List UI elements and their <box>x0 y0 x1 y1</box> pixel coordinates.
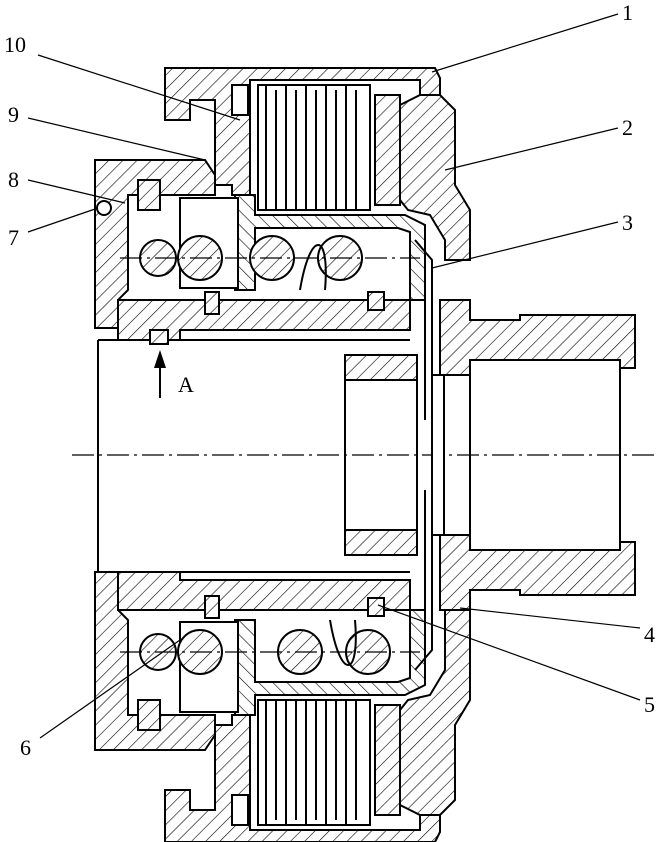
pin-5-bottom <box>367 597 385 617</box>
snap-ring-bottom <box>231 794 249 826</box>
output-flange-bottom <box>439 534 636 611</box>
friction-plates-top <box>257 84 371 211</box>
label-4: 4 <box>644 622 655 647</box>
leader-3 <box>431 221 619 269</box>
label-9: 9 <box>8 102 19 127</box>
lower-half-section <box>94 490 471 842</box>
front-cover-top <box>94 159 216 329</box>
label-10: 10 <box>4 32 26 57</box>
hub-sleeve-bottom <box>117 571 411 611</box>
upper-half-section <box>94 67 471 420</box>
label-8: 8 <box>8 167 19 192</box>
pressure-plate-bottom <box>374 704 401 816</box>
spring-helix-top <box>299 244 327 291</box>
piston-top <box>234 194 426 301</box>
flange-web <box>431 374 445 536</box>
label-3: 3 <box>622 210 633 235</box>
seal-8-bottom <box>137 699 161 731</box>
label-7: 7 <box>8 225 19 250</box>
leader-4 <box>459 607 641 629</box>
front-cover-bottom <box>94 571 216 751</box>
leader-8 <box>27 179 126 204</box>
seal-ring-7-top <box>96 200 112 216</box>
leader-2 <box>444 127 619 171</box>
spring-helix-bottom <box>329 619 357 666</box>
seal-8-top <box>137 179 161 211</box>
leader-10 <box>37 54 241 121</box>
retainer-pin-top <box>204 291 220 315</box>
pressure-plate-top <box>374 94 401 206</box>
view-arrow-a <box>149 329 169 398</box>
label-view-a: A <box>178 372 194 397</box>
label-5: 5 <box>644 692 655 717</box>
retainer-pin-bottom <box>204 595 220 619</box>
snap-ring-10-top <box>231 84 249 116</box>
output-flange-top <box>439 299 636 376</box>
label-6: 6 <box>20 735 31 760</box>
leader-lines <box>27 13 641 739</box>
thin-plate-top <box>414 239 433 420</box>
thin-plate-bottom <box>414 490 433 671</box>
leader-6 <box>39 639 181 739</box>
input-shaft <box>97 339 418 573</box>
label-1: 1 <box>622 0 633 25</box>
pin-3-top <box>367 291 385 311</box>
label-2: 2 <box>622 115 633 140</box>
leader-7 <box>27 207 99 233</box>
piston-bottom <box>234 609 426 716</box>
spline-top <box>344 354 418 381</box>
friction-plates-bottom <box>257 699 371 826</box>
leader-5 <box>377 604 641 701</box>
leader-9 <box>27 117 206 161</box>
leader-1 <box>431 13 619 73</box>
output-flange <box>431 299 636 611</box>
spline-bottom <box>344 529 418 556</box>
